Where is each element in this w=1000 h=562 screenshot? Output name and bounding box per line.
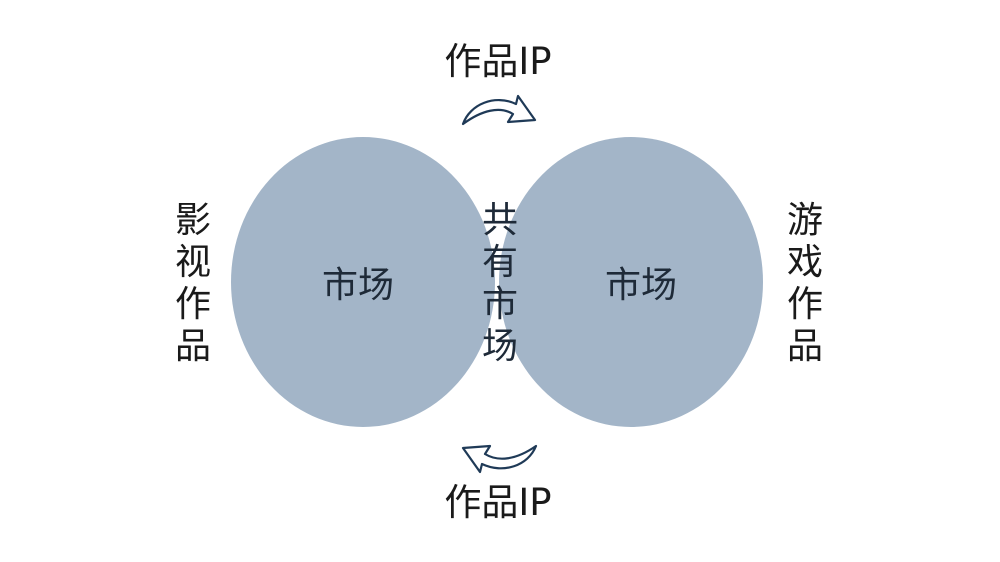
- left-vertical-label: 影 视 作 品: [175, 200, 211, 367]
- left-label-char: 影: [175, 200, 211, 241]
- curved-arrow-left-icon: [461, 444, 538, 474]
- shared-market-label: 共 有 市 场: [482, 200, 518, 367]
- left-label-char: 作: [175, 284, 211, 325]
- bottom-ip-label: 作品IP: [444, 481, 551, 524]
- overlap-label-char: 共: [482, 200, 518, 241]
- left-label-char: 视: [175, 242, 211, 283]
- left-label-char: 品: [175, 326, 211, 367]
- right-label-char: 戏: [787, 242, 823, 283]
- right-circle: [499, 137, 763, 427]
- curved-arrow-right-icon: [461, 94, 537, 126]
- right-market-label: 市场: [605, 265, 677, 306]
- right-label-char: 作: [787, 284, 823, 325]
- top-ip-label: 作品IP: [444, 40, 551, 83]
- right-vertical-label: 游 戏 作 品: [787, 200, 823, 367]
- overlap-label-char: 有: [482, 242, 518, 283]
- overlap-label-char: 市: [482, 284, 518, 325]
- left-market-label: 市场: [322, 265, 394, 306]
- right-label-char: 游: [787, 200, 823, 241]
- overlap-label-char: 场: [482, 326, 518, 367]
- left-circle: [231, 137, 495, 427]
- right-label-char: 品: [787, 326, 823, 367]
